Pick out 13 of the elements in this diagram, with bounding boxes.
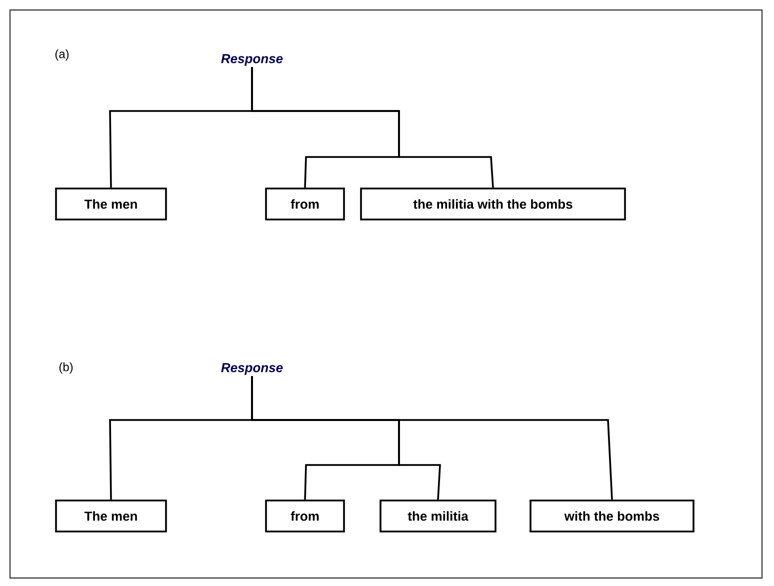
- panel-label: (a): [55, 49, 69, 61]
- tree-root-label: Response: [221, 54, 283, 66]
- word-box: the militia with the bombs: [360, 188, 626, 220]
- panel-label: (b): [59, 362, 73, 374]
- tree-branch: [251, 67, 494, 188]
- word-box: with the bombs: [530, 500, 694, 532]
- word-box: from: [265, 500, 345, 532]
- word-box: The men: [55, 188, 167, 220]
- word-box: The men: [55, 500, 167, 532]
- tree-root-label: Response: [221, 363, 283, 375]
- word-box: the militia: [380, 500, 496, 532]
- tree-branch: [251, 376, 613, 500]
- word-box: from: [265, 188, 345, 220]
